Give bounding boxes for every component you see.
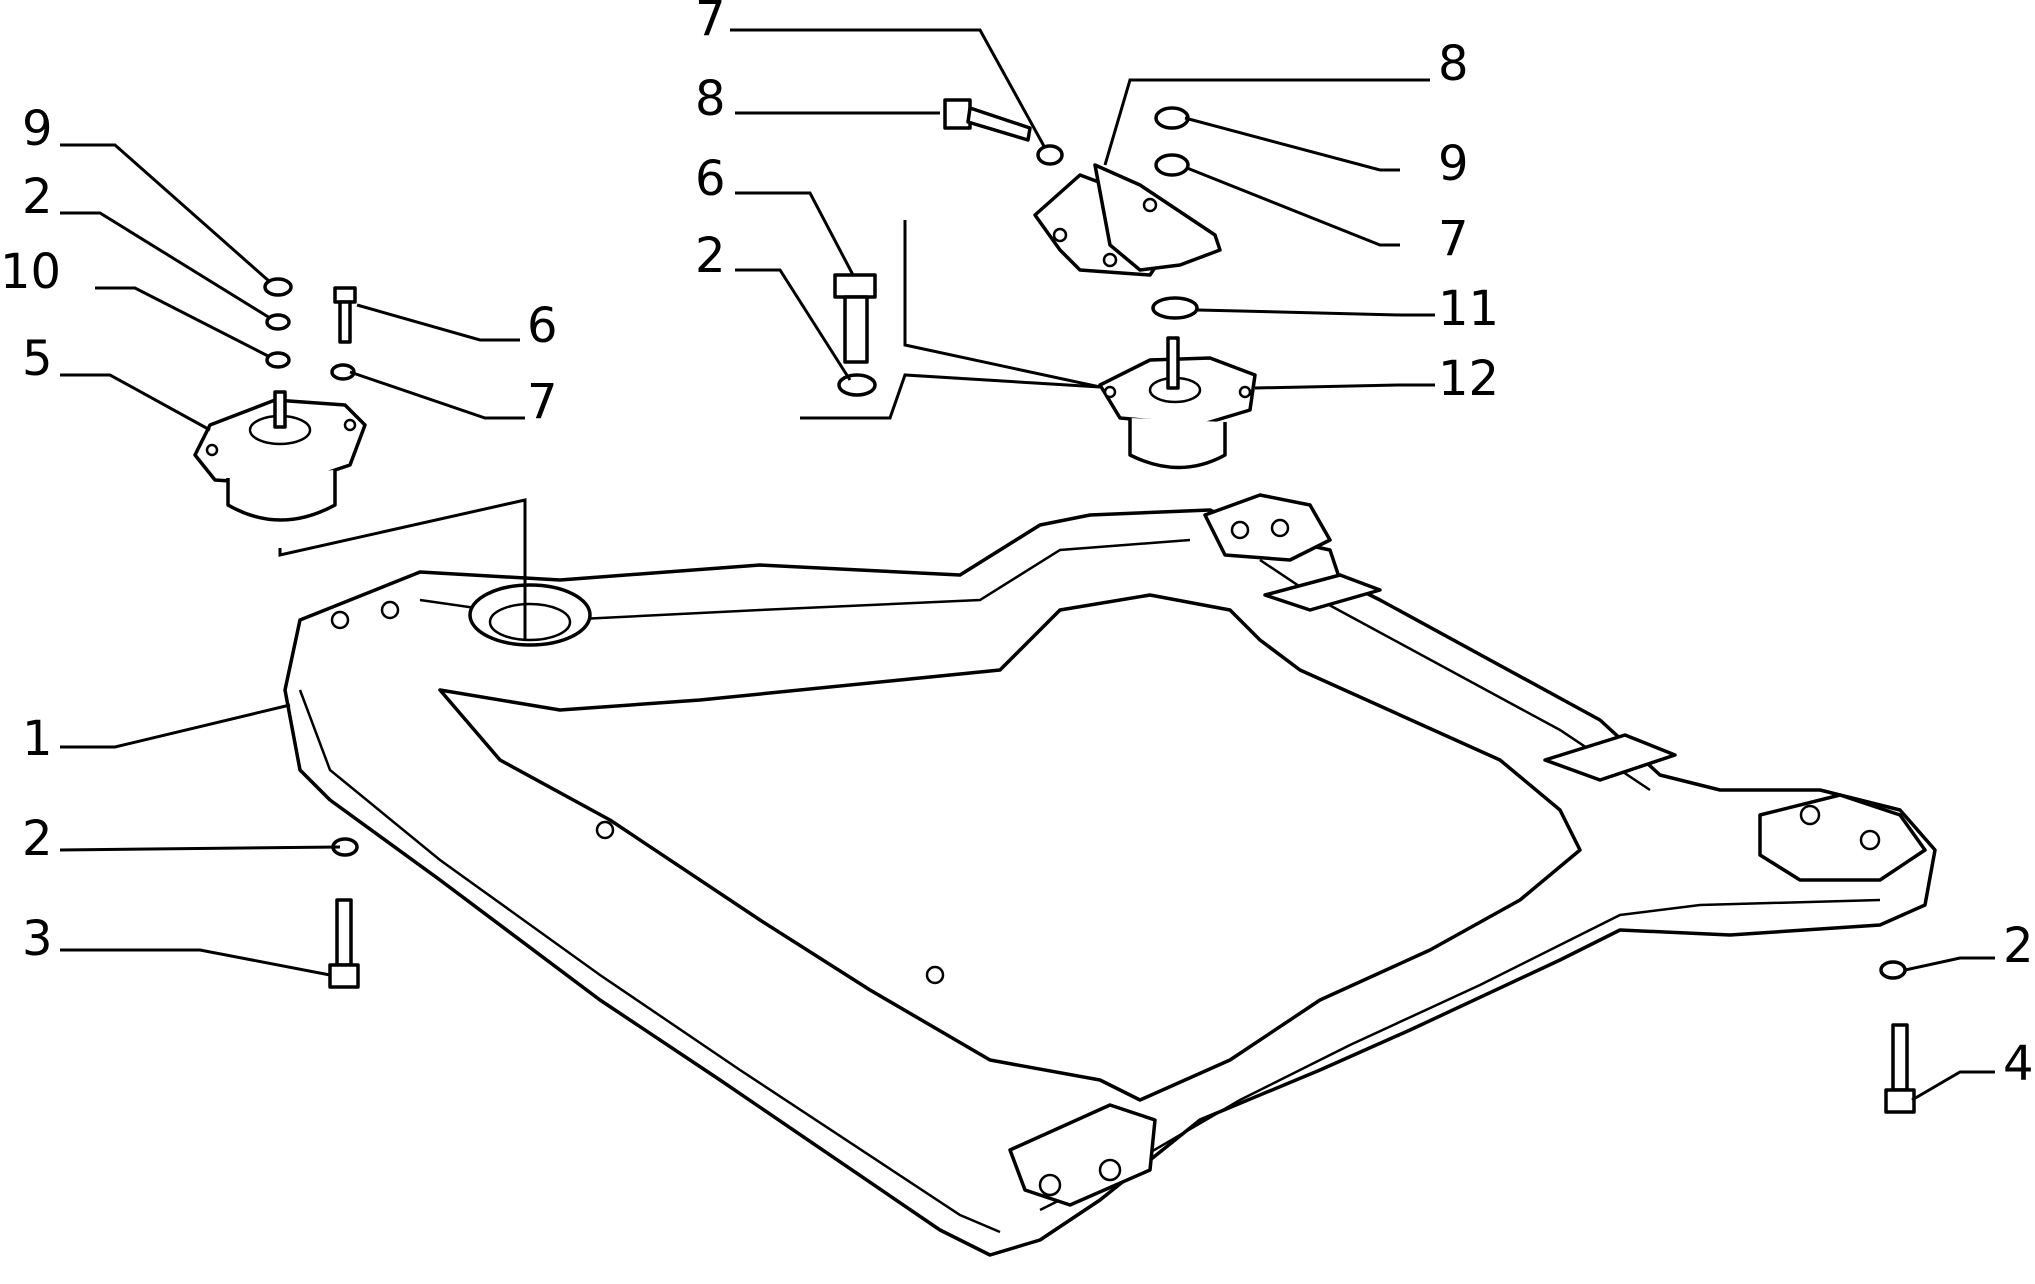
washer-2-center: [837, 373, 877, 397]
callouts: 9 2 10 5 6 7 7 8 6 2 8 9 7 11 12 1 2 3 2…: [0, 0, 2034, 1092]
callout-7-right: 7: [1438, 211, 1469, 267]
callout-9-right: 9: [1438, 136, 1469, 192]
callout-7-top: 7: [695, 0, 726, 47]
assembly-line-right-b: [800, 373, 1101, 420]
engine-mount-right: [1098, 336, 1257, 470]
callout-9-left: 9: [22, 101, 53, 157]
callout-12: 12: [1438, 351, 1499, 407]
callout-2-lower-left: 2: [22, 811, 53, 867]
callout-8-top: 8: [695, 71, 726, 127]
callout-3: 3: [22, 911, 53, 967]
callout-5: 5: [22, 331, 53, 387]
washer-10-left: [265, 351, 291, 369]
nut-9-left: [263, 277, 293, 297]
bolt-6-center: [833, 273, 877, 364]
washer-2-left: [265, 313, 291, 331]
washer-7-right: [1154, 153, 1190, 177]
callout-7-left: 7: [527, 374, 558, 430]
callout-1: 1: [22, 711, 53, 767]
callout-11: 11: [1438, 281, 1499, 337]
callout-2-lower-right: 2: [2003, 918, 2034, 974]
callout-6-left: 6: [527, 298, 558, 354]
assembly-line-left: [278, 498, 527, 640]
engine-mount-left: [193, 390, 367, 522]
assembly-line-right-a: [903, 220, 1101, 389]
nut-9-right: [1154, 106, 1190, 130]
callout-4: 4: [2003, 1036, 2034, 1092]
washer-11: [1151, 296, 1199, 320]
washer-7-top: [1036, 144, 1064, 166]
bolt-4: [1884, 1023, 1916, 1114]
bolt-8-top: [943, 98, 1032, 142]
callout-2-left: 2: [22, 169, 53, 225]
callout-10: 10: [0, 244, 61, 300]
bolt-3: [328, 898, 360, 989]
callout-8-right: 8: [1438, 36, 1469, 92]
leader-lines: [59, 28, 1995, 1102]
subframe: [283, 493, 1937, 1257]
callout-6-center: 6: [695, 151, 726, 207]
bracket-8: [1033, 163, 1222, 277]
bolt-6-left: [333, 286, 357, 344]
washer-2-lower-right: [1879, 960, 1907, 980]
callout-2-center: 2: [695, 228, 726, 284]
